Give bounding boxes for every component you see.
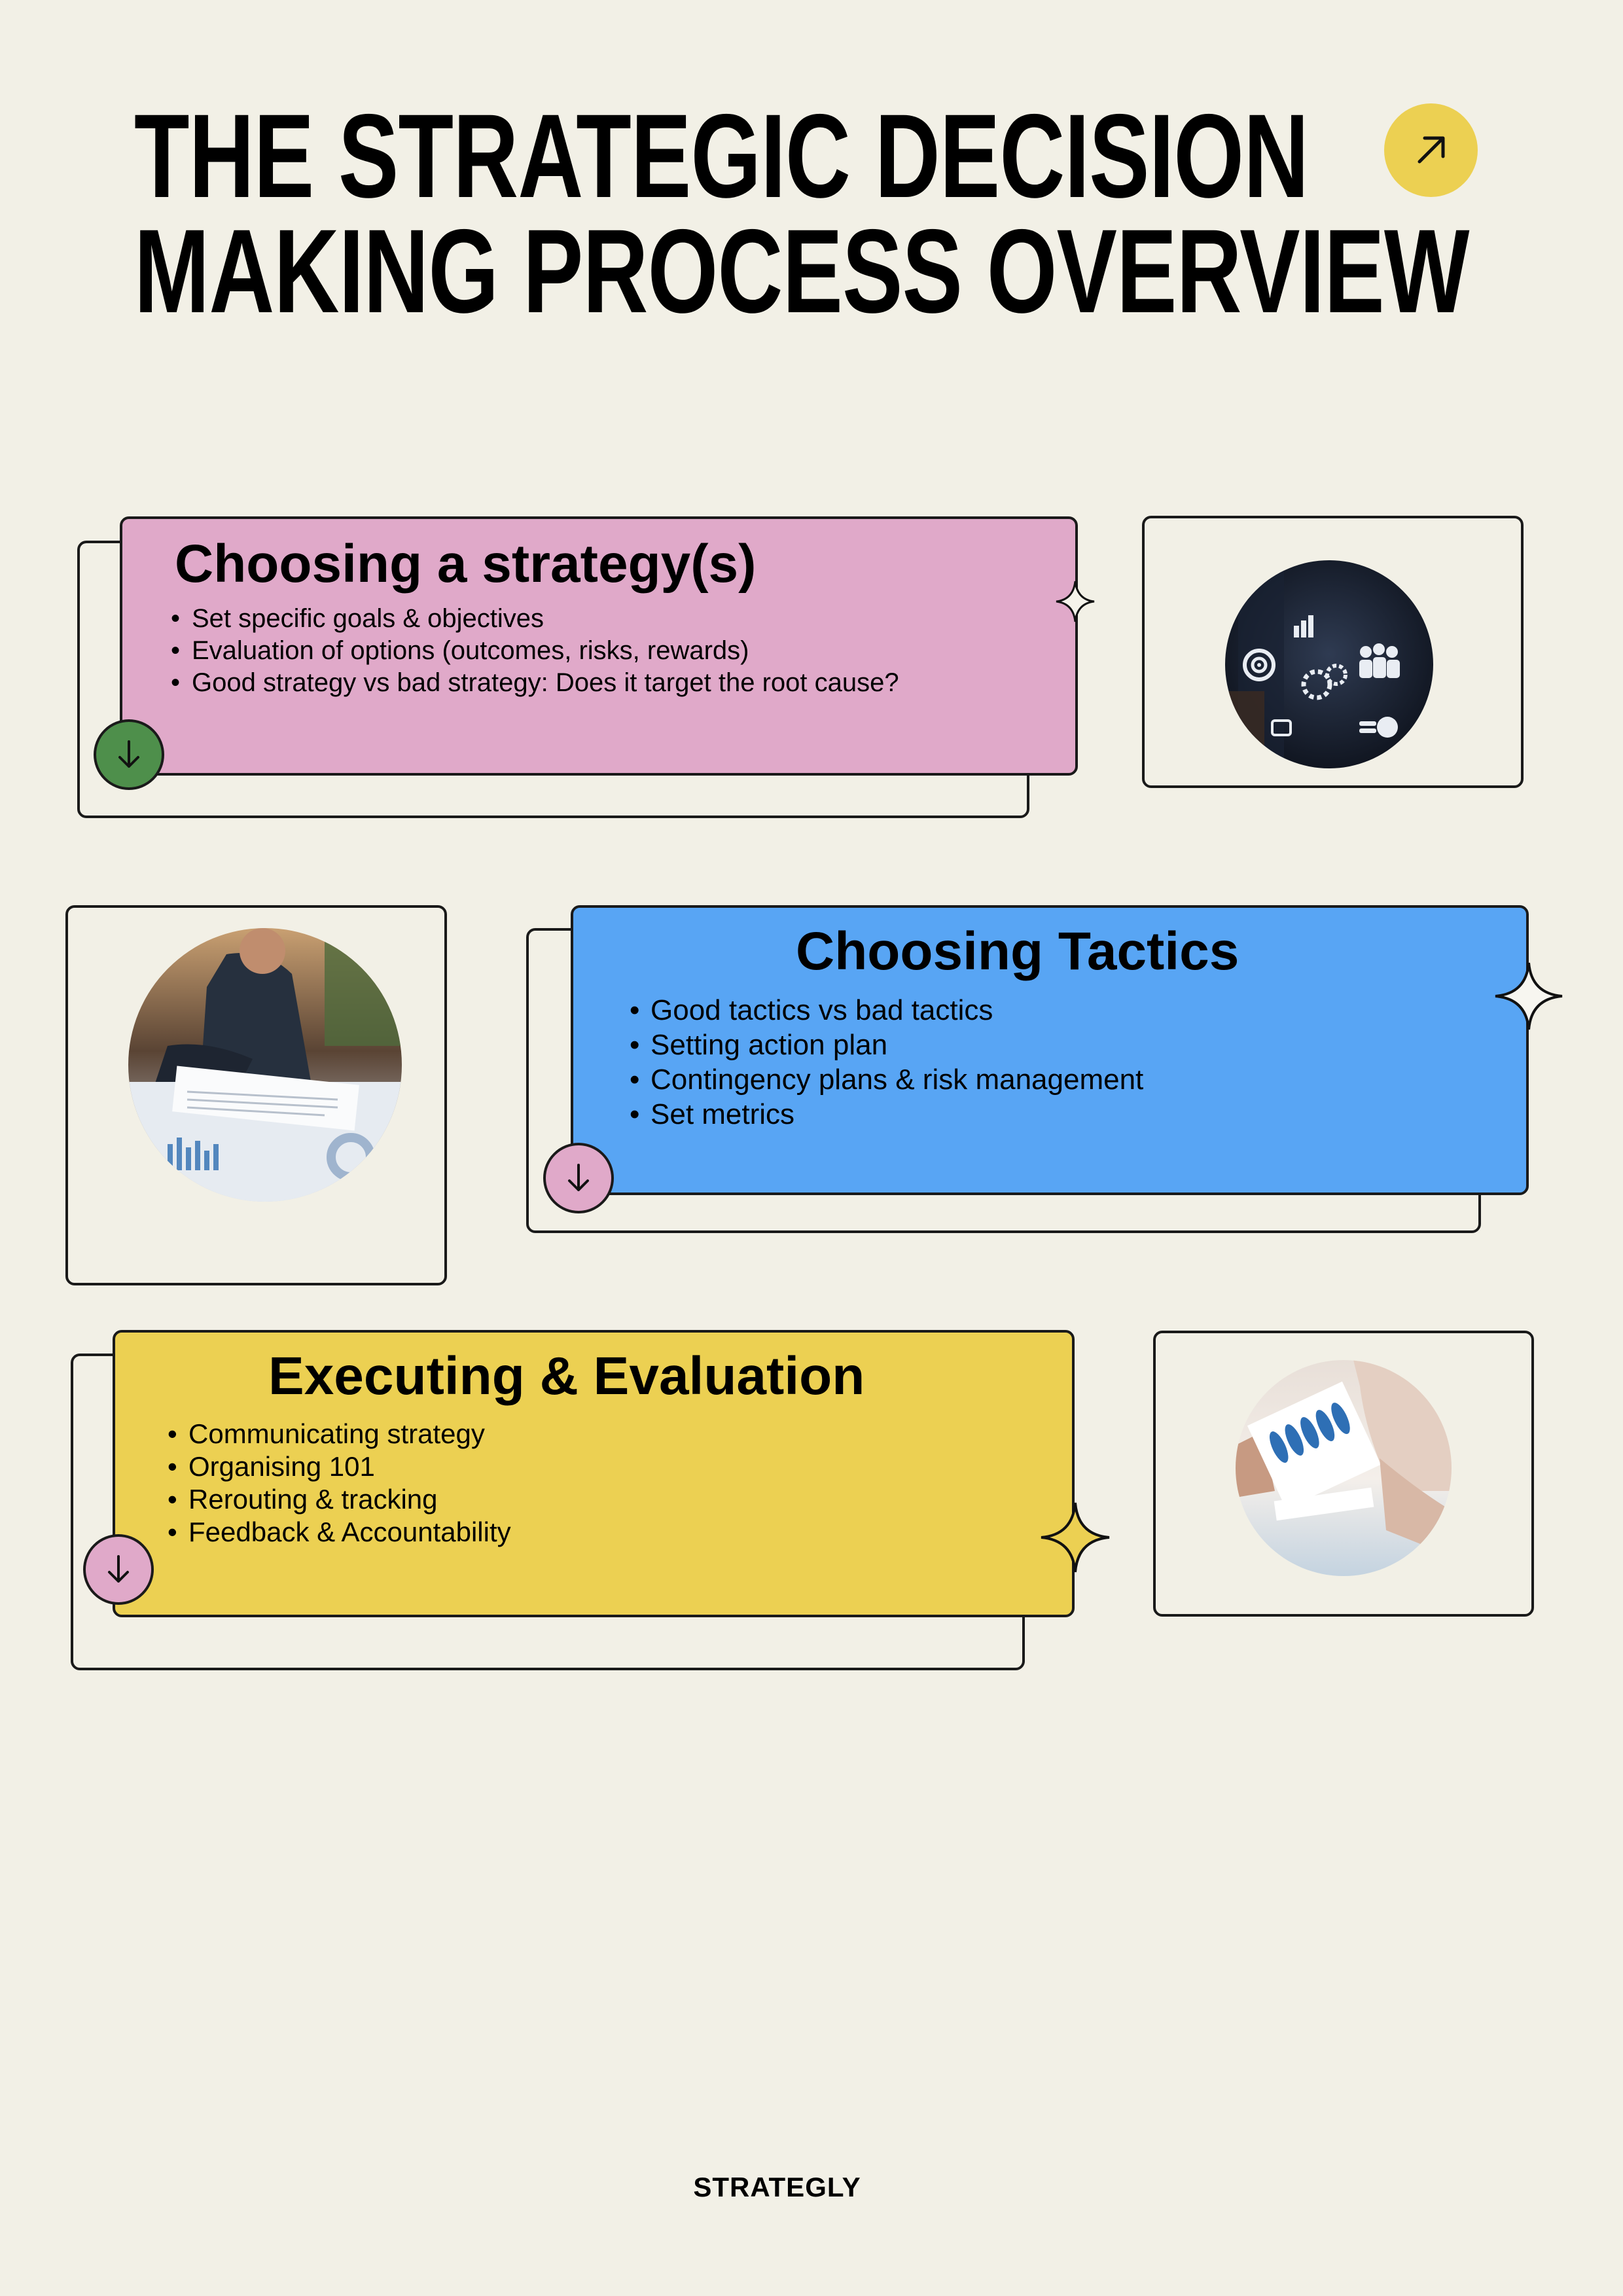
page-title-line-2: MAKING PROCESS OVERVIEW <box>134 204 1469 338</box>
section-1-image-frame <box>1142 516 1524 788</box>
business-icons-photo <box>1225 560 1433 768</box>
page-title-line-1: THE STRATEGIC DECISION <box>134 89 1309 223</box>
section-3-list: Communicating strategy Organising 101 Re… <box>165 1418 511 1549</box>
section-3-image-frame <box>1153 1331 1534 1617</box>
section-3-card: Executing & Evaluation Communicating str… <box>113 1330 1075 1617</box>
list-item: Feedback & Accountability <box>165 1516 511 1549</box>
list-item: Organising 101 <box>165 1450 511 1483</box>
section-1-card: Choosing a strategy(s) Set specific goal… <box>120 516 1078 776</box>
businessman-signing-documents-photo <box>128 928 402 1202</box>
arrow-up-right-button[interactable] <box>1384 103 1478 197</box>
section-1-list: Set specific goals & objectives Evaluati… <box>168 603 899 699</box>
footer-brand: STRATEGLY <box>693 2172 861 2202</box>
section-3-down-button[interactable] <box>83 1534 154 1605</box>
section-3-title: Executing & Evaluation <box>268 1346 865 1406</box>
section-2-title: Choosing Tactics <box>796 922 1240 981</box>
sparkle-icon <box>1495 962 1563 1030</box>
sparkle-icon <box>1056 581 1095 622</box>
list-item: Setting action plan <box>627 1028 1143 1062</box>
list-item: Set metrics <box>627 1097 1143 1132</box>
list-item: Good tactics vs bad tactics <box>627 993 1143 1028</box>
page-title: THE STRATEGIC DECISION MAKING PROCESS OV… <box>134 89 1469 338</box>
arrow-down-icon <box>108 1555 129 1583</box>
list-item: Set specific goals & objectives <box>168 603 899 635</box>
list-item: Communicating strategy <box>165 1418 511 1450</box>
list-item: Contingency plans & risk management <box>627 1062 1143 1097</box>
sparkle-icon <box>1041 1502 1110 1573</box>
list-item: Evaluation of options (outcomes, risks, … <box>168 635 899 667</box>
section-2-card: Choosing Tactics Good tactics vs bad tac… <box>571 905 1529 1195</box>
arrow-down-icon <box>568 1164 589 1191</box>
reviewing-charts-photo <box>1236 1360 1452 1576</box>
list-item: Good strategy vs bad strategy: Does it t… <box>168 667 899 699</box>
arrow-up-right-icon <box>1418 136 1445 164</box>
section-2-list: Good tactics vs bad tactics Setting acti… <box>627 993 1143 1132</box>
section-2-down-button[interactable] <box>543 1143 614 1213</box>
arrow-down-icon <box>118 740 139 768</box>
section-2-image-frame <box>65 905 447 1285</box>
section-1-down-button[interactable] <box>94 719 164 790</box>
list-item: Rerouting & tracking <box>165 1483 511 1516</box>
section-1-title: Choosing a strategy(s) <box>175 534 757 594</box>
